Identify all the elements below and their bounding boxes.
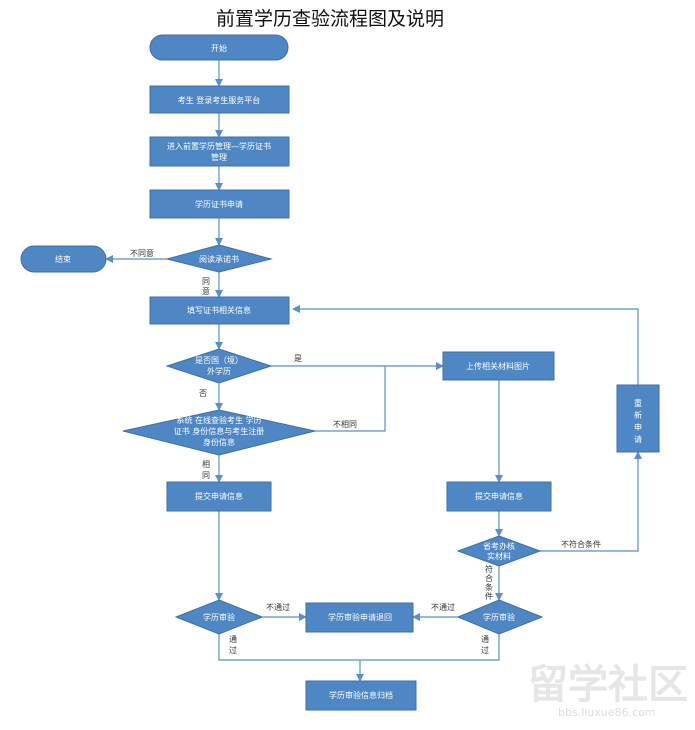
disagree-label: 不同意	[130, 248, 154, 258]
nodes	[20, 34, 660, 711]
submit-left-label: 提交申请信息	[195, 491, 243, 501]
enter-label-2: 管理	[211, 152, 227, 162]
node-labels: 开始 考生 登录考生服务平台 进入前置学历管理—学历证书 管理 学历证书申请 阅…	[55, 43, 642, 700]
edge-labels: 不同意 同 意 是 否 不相同 相 同 不符合条件 符 合 条 件 不通过 不通…	[130, 248, 601, 655]
edge-review-reapply	[540, 451, 642, 552]
reapply-node	[616, 384, 660, 453]
submit-left-node	[166, 481, 272, 512]
end-node	[20, 245, 107, 273]
domestic-label-2: 外学历	[207, 366, 231, 376]
read-decision	[165, 244, 273, 273]
domestic-decision	[165, 348, 273, 384]
watermark: 留学社区 bbs.liuxue86.com	[528, 662, 688, 719]
start-node	[149, 34, 289, 61]
connectors	[105, 60, 642, 682]
page-title: 前置学历查验流程图及说明	[215, 8, 444, 30]
pass-left-label-1: 通	[229, 634, 237, 644]
watermark-logo: 留学社区	[528, 662, 688, 708]
no-label: 否	[199, 389, 207, 398]
review-label-1: 省考办核	[483, 541, 515, 551]
fail-right-label: 不通过	[431, 602, 455, 612]
verify-label-1: 系统 在线查验考生 学历	[176, 415, 261, 425]
pass-right-label-2: 过	[481, 645, 489, 655]
enter-node	[149, 136, 290, 167]
reapply-label-2: 新	[634, 410, 642, 420]
upload-label: 上传相关材料图片	[466, 361, 530, 371]
qualified-label-2: 合	[485, 573, 493, 583]
return-label: 学历审验申请退回	[328, 612, 392, 622]
submit-right-label: 提交申请信息	[475, 491, 523, 501]
review-label-2: 实材料	[487, 551, 511, 561]
login-label: 考生 登录考生服务平台	[178, 95, 261, 105]
qualified-label-1: 符	[485, 564, 493, 574]
domestic-label-1: 是否国（境）	[195, 355, 243, 365]
agree-label-2: 意	[202, 286, 210, 296]
apply-label: 学历证书申请	[195, 199, 243, 209]
login-node	[149, 85, 290, 114]
fill-node	[149, 296, 290, 325]
return-node	[305, 602, 414, 633]
enter-label-1: 进入前置学历管理—学历证书	[167, 141, 271, 151]
edge-audits-merge	[218, 634, 500, 661]
reapply-label-1: 重	[634, 398, 642, 408]
not-qualified-label: 不符合条件	[561, 539, 601, 549]
archive-label: 学历审验信息归档	[329, 690, 393, 700]
pass-right-label-1: 通	[481, 634, 489, 644]
audit-left-label: 学历审验	[203, 612, 235, 622]
archive-node	[305, 680, 417, 711]
audit-right-label: 学历审验	[483, 612, 515, 622]
review-decision	[456, 535, 542, 567]
edge-verify-upload	[315, 366, 386, 432]
verify-label-3: 身份信息	[203, 437, 235, 447]
verify-label-2: 证书 身份信息与考生注册	[174, 426, 265, 436]
reapply-label-4: 请	[634, 434, 642, 444]
mismatch-label: 不相同	[333, 419, 357, 429]
apply-node	[149, 189, 290, 219]
reapply-label-3: 申	[634, 422, 642, 432]
fill-label: 填写证书相关信息	[187, 305, 251, 315]
audit-right-decision	[456, 599, 544, 635]
match-label-2: 同	[202, 471, 210, 480]
verify-decision	[122, 409, 316, 456]
agree-label-1: 同	[202, 277, 210, 286]
audit-left-decision	[174, 599, 264, 635]
match-label-1: 相	[202, 459, 210, 469]
pass-left-label-2: 过	[229, 645, 237, 655]
qualified-label-4: 件	[485, 591, 493, 601]
edge-reapply-fill	[292, 305, 639, 385]
submit-right-node	[446, 481, 552, 512]
qualified-label-3: 条	[485, 582, 493, 592]
watermark-url: bbs.liuxue86.com	[558, 706, 656, 719]
read-label: 阅读承诺书	[199, 254, 239, 264]
yes-label: 是	[294, 354, 302, 363]
end-label: 结束	[55, 254, 71, 264]
start-label: 开始	[211, 43, 227, 53]
upload-node	[442, 351, 555, 381]
fail-left-label: 不通过	[266, 602, 290, 612]
